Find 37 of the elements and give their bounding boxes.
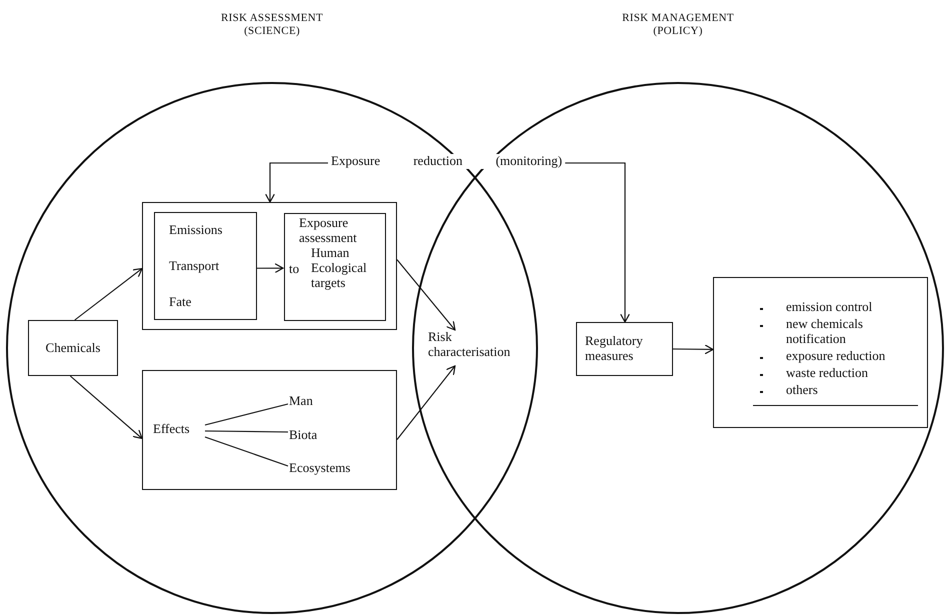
list-item: others (786, 382, 819, 398)
process-label: Regulatory measures (584, 334, 644, 364)
process-box (284, 213, 386, 321)
process-label: Transport (169, 259, 220, 274)
branch-line (204, 436, 288, 467)
arrow (74, 268, 143, 320)
process-box (576, 322, 673, 376)
process-label: Human Ecological targets (311, 246, 367, 291)
arrow (396, 259, 456, 331)
branch-line (205, 430, 288, 433)
process-label: Exposure assessment (299, 216, 357, 246)
circle-heading: RISK ASSESSMENT (SCIENCE) (220, 12, 324, 38)
arrow (264, 162, 328, 203)
connector-word: to (289, 262, 300, 277)
arrow (673, 344, 714, 354)
arrow (565, 162, 630, 323)
node-label: Risk characterisation (428, 330, 510, 360)
group-box (142, 202, 397, 330)
measures-list-box (713, 277, 928, 428)
list-item: exposure reduction (786, 348, 886, 364)
process-box (28, 320, 118, 376)
arrow (70, 376, 143, 439)
process-label: Emissions (169, 223, 222, 238)
circle-heading: RISK MANAGEMENT (POLICY) (621, 12, 735, 38)
arrow (256, 263, 284, 274)
process-label: Chemicals (44, 340, 102, 356)
arrow (396, 365, 456, 440)
node-label: Effects (153, 422, 190, 437)
branch-line (204, 403, 288, 426)
process-box (154, 212, 257, 320)
node-label: Ecosystems (289, 461, 350, 476)
list-item: waste reduction (786, 366, 869, 381)
list-item: emission control (786, 300, 874, 315)
node-label: Man (289, 394, 313, 409)
process-label: Fate (169, 295, 192, 310)
group-box (142, 370, 397, 490)
node-label: Biota (289, 428, 318, 443)
